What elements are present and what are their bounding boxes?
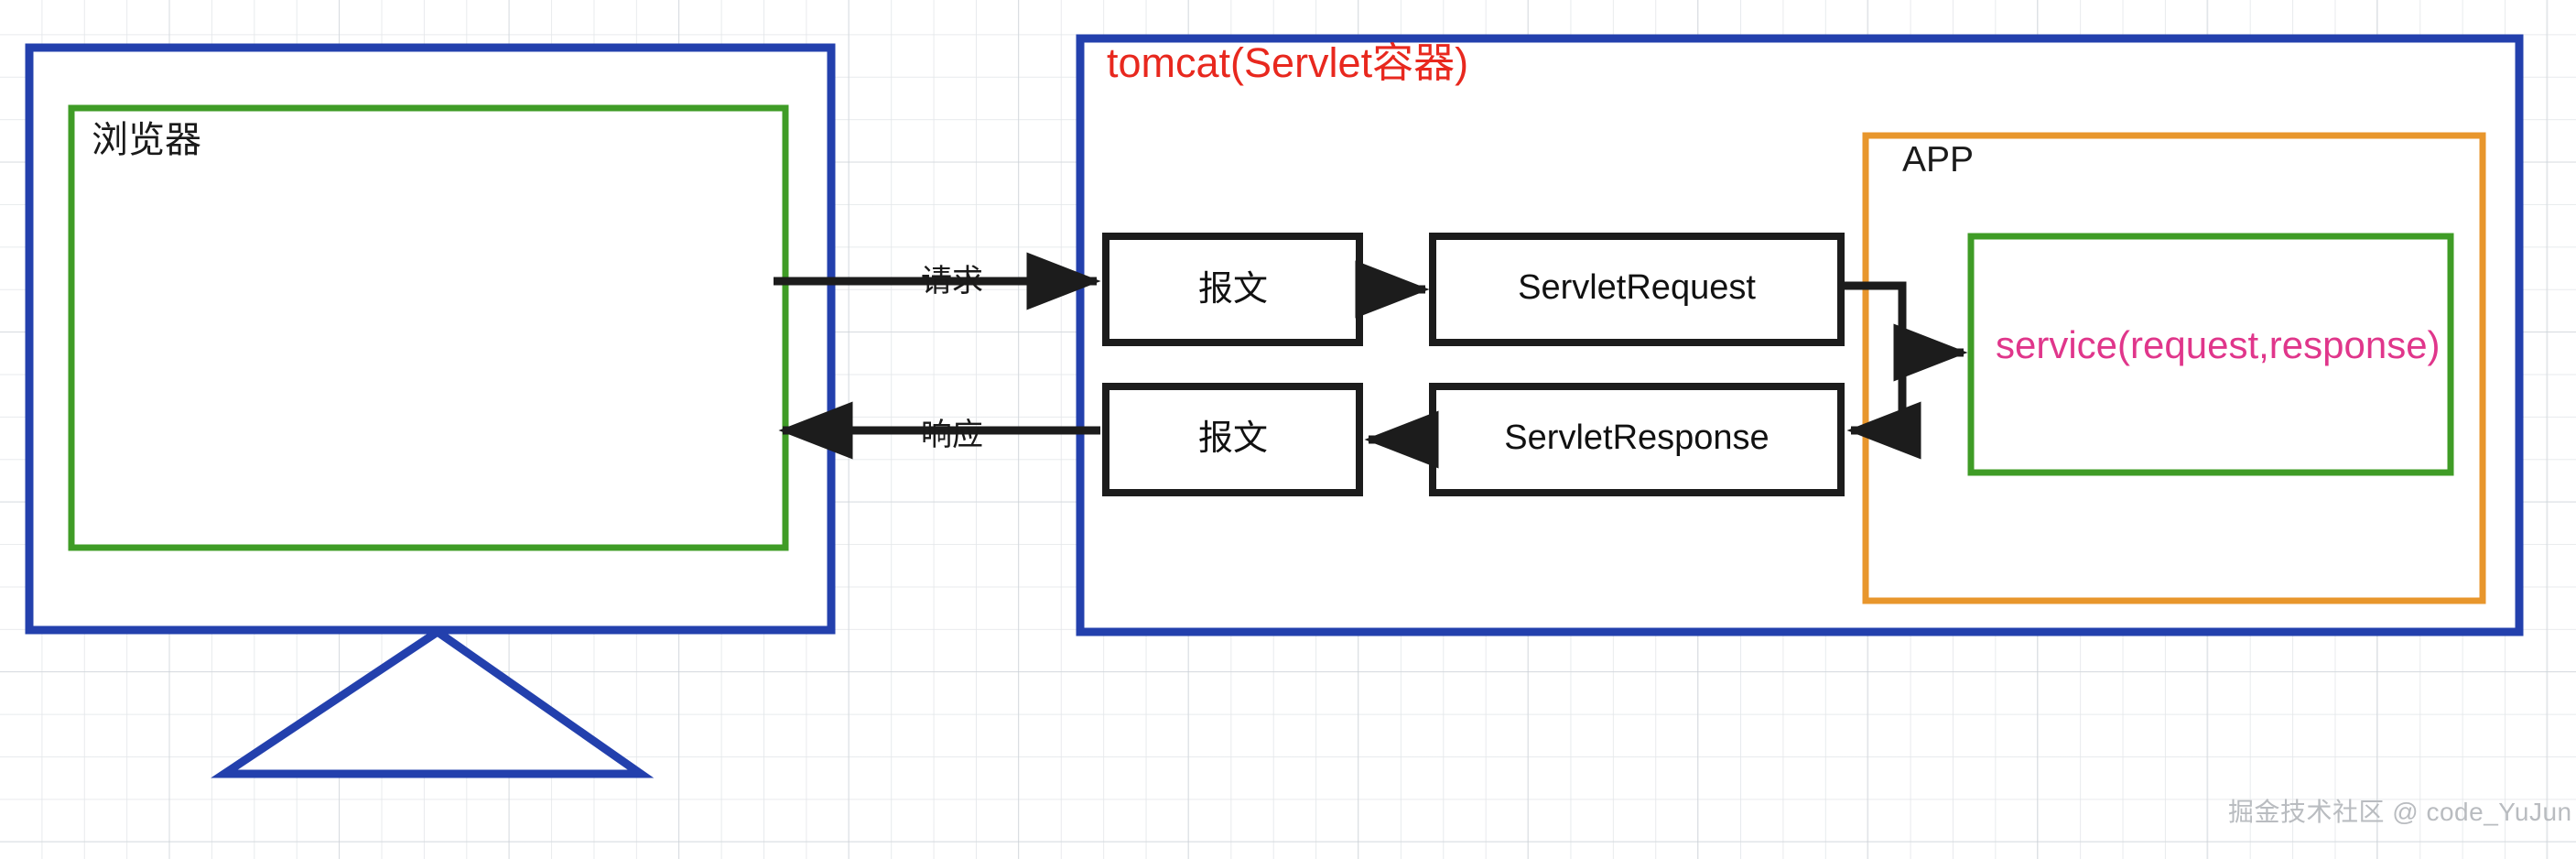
monitor-stand-icon [211, 626, 655, 778]
message-in-label: 报文 [1197, 270, 1269, 309]
response-arrow-label: 响应 [921, 418, 983, 452]
service-label: service(request,response) [1996, 323, 2441, 366]
service-to-servlet-response-arrow [1846, 353, 1921, 460]
app-label: APP [1902, 140, 1975, 179]
servlet-request-box [1429, 233, 1845, 346]
servlet-request-label: ServletRequest [1518, 268, 1756, 307]
message-out-label: 报文 [1197, 419, 1269, 458]
browser-label: 浏览器 [92, 120, 201, 160]
service-box [1967, 233, 2454, 476]
message-out-box [1102, 383, 1363, 496]
servlet-response-label: ServletResponse [1504, 419, 1770, 457]
servlet-request-to-service-arrow [1841, 281, 1968, 382]
message-in-box [1102, 233, 1363, 346]
watermark-text: 掘金技术社区 @ code_YuJun [2228, 798, 2572, 826]
tomcat-title: tomcat(Servlet容器) [1107, 39, 1469, 86]
request-arrow-label: 请求 [921, 264, 983, 299]
browser-screen [68, 104, 789, 551]
